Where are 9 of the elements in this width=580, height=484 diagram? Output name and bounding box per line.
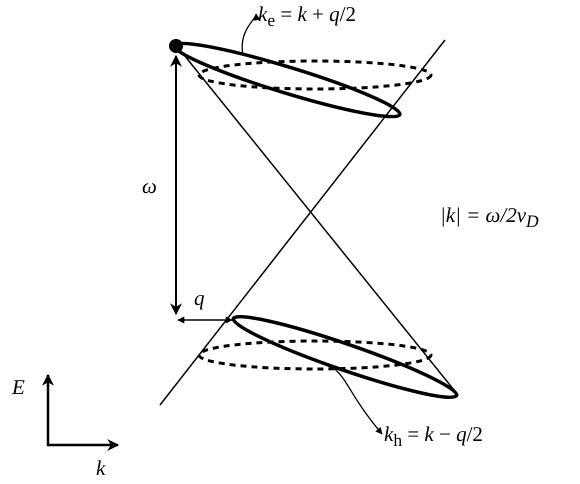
symbol-label: ω [142,176,157,197]
formula-label: |k| = ω/2v$_{D}$ [440,205,539,231]
formula-label: k$_{h}$ = k − q/2 [384,424,483,450]
symbol-label: q [194,288,204,309]
formula-label: k$_{e}$ = k + q/2 [258,4,356,30]
leader-line [242,13,259,54]
tilted-ellipse [232,314,458,400]
axis-label: k [96,458,106,479]
axis-label: E [12,377,25,398]
